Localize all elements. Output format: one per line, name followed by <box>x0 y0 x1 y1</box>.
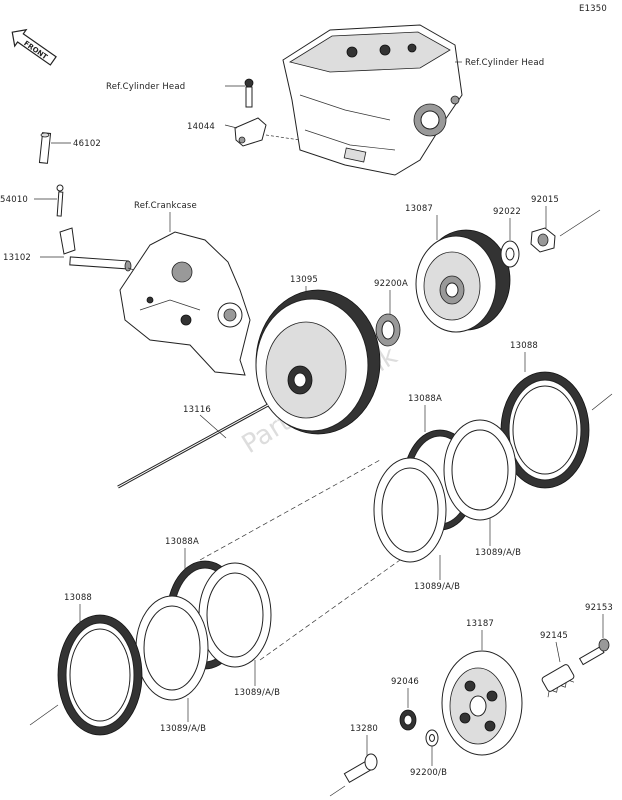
part-13089-plate-1 <box>443 419 517 521</box>
part-13089-label-4: 13089/A/B <box>160 724 206 734</box>
part-92015-label: 92015 <box>531 195 559 205</box>
part-13102-label: 13102 <box>3 253 31 263</box>
part-92200a <box>375 313 401 347</box>
part-54010 <box>56 184 64 217</box>
part-13088a-top-label: 13088A <box>408 394 442 404</box>
part-92046 <box>399 709 417 731</box>
ref-cylinder-head-left-label: Ref.Cylinder Head <box>106 82 185 92</box>
part-13089-plate-4 <box>135 595 209 701</box>
part-92153 <box>578 638 610 666</box>
figure-id: E1350 <box>579 4 607 14</box>
part-13095 <box>255 289 381 435</box>
part-13102 <box>59 227 132 272</box>
part-92200a-label: 92200A <box>374 279 408 289</box>
part-46102 <box>38 132 52 164</box>
part-13088-bottom-label: 13088 <box>64 593 92 603</box>
ref-cylinder-head-right-label: Ref.Cylinder Head <box>465 58 544 68</box>
part-13089-label-3: 13089/A/B <box>234 688 280 698</box>
head-bolt <box>244 78 254 108</box>
part-54010-label: 54010 <box>0 195 28 205</box>
part-92015 <box>530 227 556 253</box>
part-13116 <box>117 403 269 489</box>
cylinder-head <box>282 24 463 176</box>
part-92200b <box>425 729 439 747</box>
part-14044 <box>234 117 267 147</box>
part-92046-label: 92046 <box>391 677 419 687</box>
part-92022-label: 92022 <box>493 207 521 217</box>
part-13089-label-1: 13089/A/B <box>475 548 521 558</box>
part-13089-plate-3 <box>198 562 272 668</box>
ref-crankcase-label: Ref.Crankcase <box>134 201 197 211</box>
part-13280-label: 13280 <box>350 724 378 734</box>
part-92145 <box>541 664 575 698</box>
part-13088-top <box>500 371 590 489</box>
part-92145-label: 92145 <box>540 631 568 641</box>
part-13187-label: 13187 <box>466 619 494 629</box>
part-13087 <box>415 229 511 333</box>
part-13088-top-label: 13088 <box>510 341 538 351</box>
part-13116-label: 13116 <box>183 405 211 415</box>
part-92200b-label: 92200/B <box>410 768 447 778</box>
part-14044-label: 14044 <box>187 122 215 132</box>
part-13187 <box>441 650 523 756</box>
part-13087-label: 13087 <box>405 204 433 214</box>
part-13095-label: 13095 <box>290 275 318 285</box>
crankcase <box>119 231 251 376</box>
part-13089-label-2: 13089/A/B <box>414 582 460 592</box>
part-13280 <box>343 753 378 784</box>
part-13088-bottom <box>57 614 143 736</box>
part-13089-plate-2 <box>373 457 447 563</box>
part-13088a-bottom-label: 13088A <box>165 537 199 547</box>
front-arrow-icon: FRONT <box>11 28 57 66</box>
part-92022 <box>500 240 520 268</box>
part-46102-label: 46102 <box>73 139 101 149</box>
part-92153-label: 92153 <box>585 603 613 613</box>
